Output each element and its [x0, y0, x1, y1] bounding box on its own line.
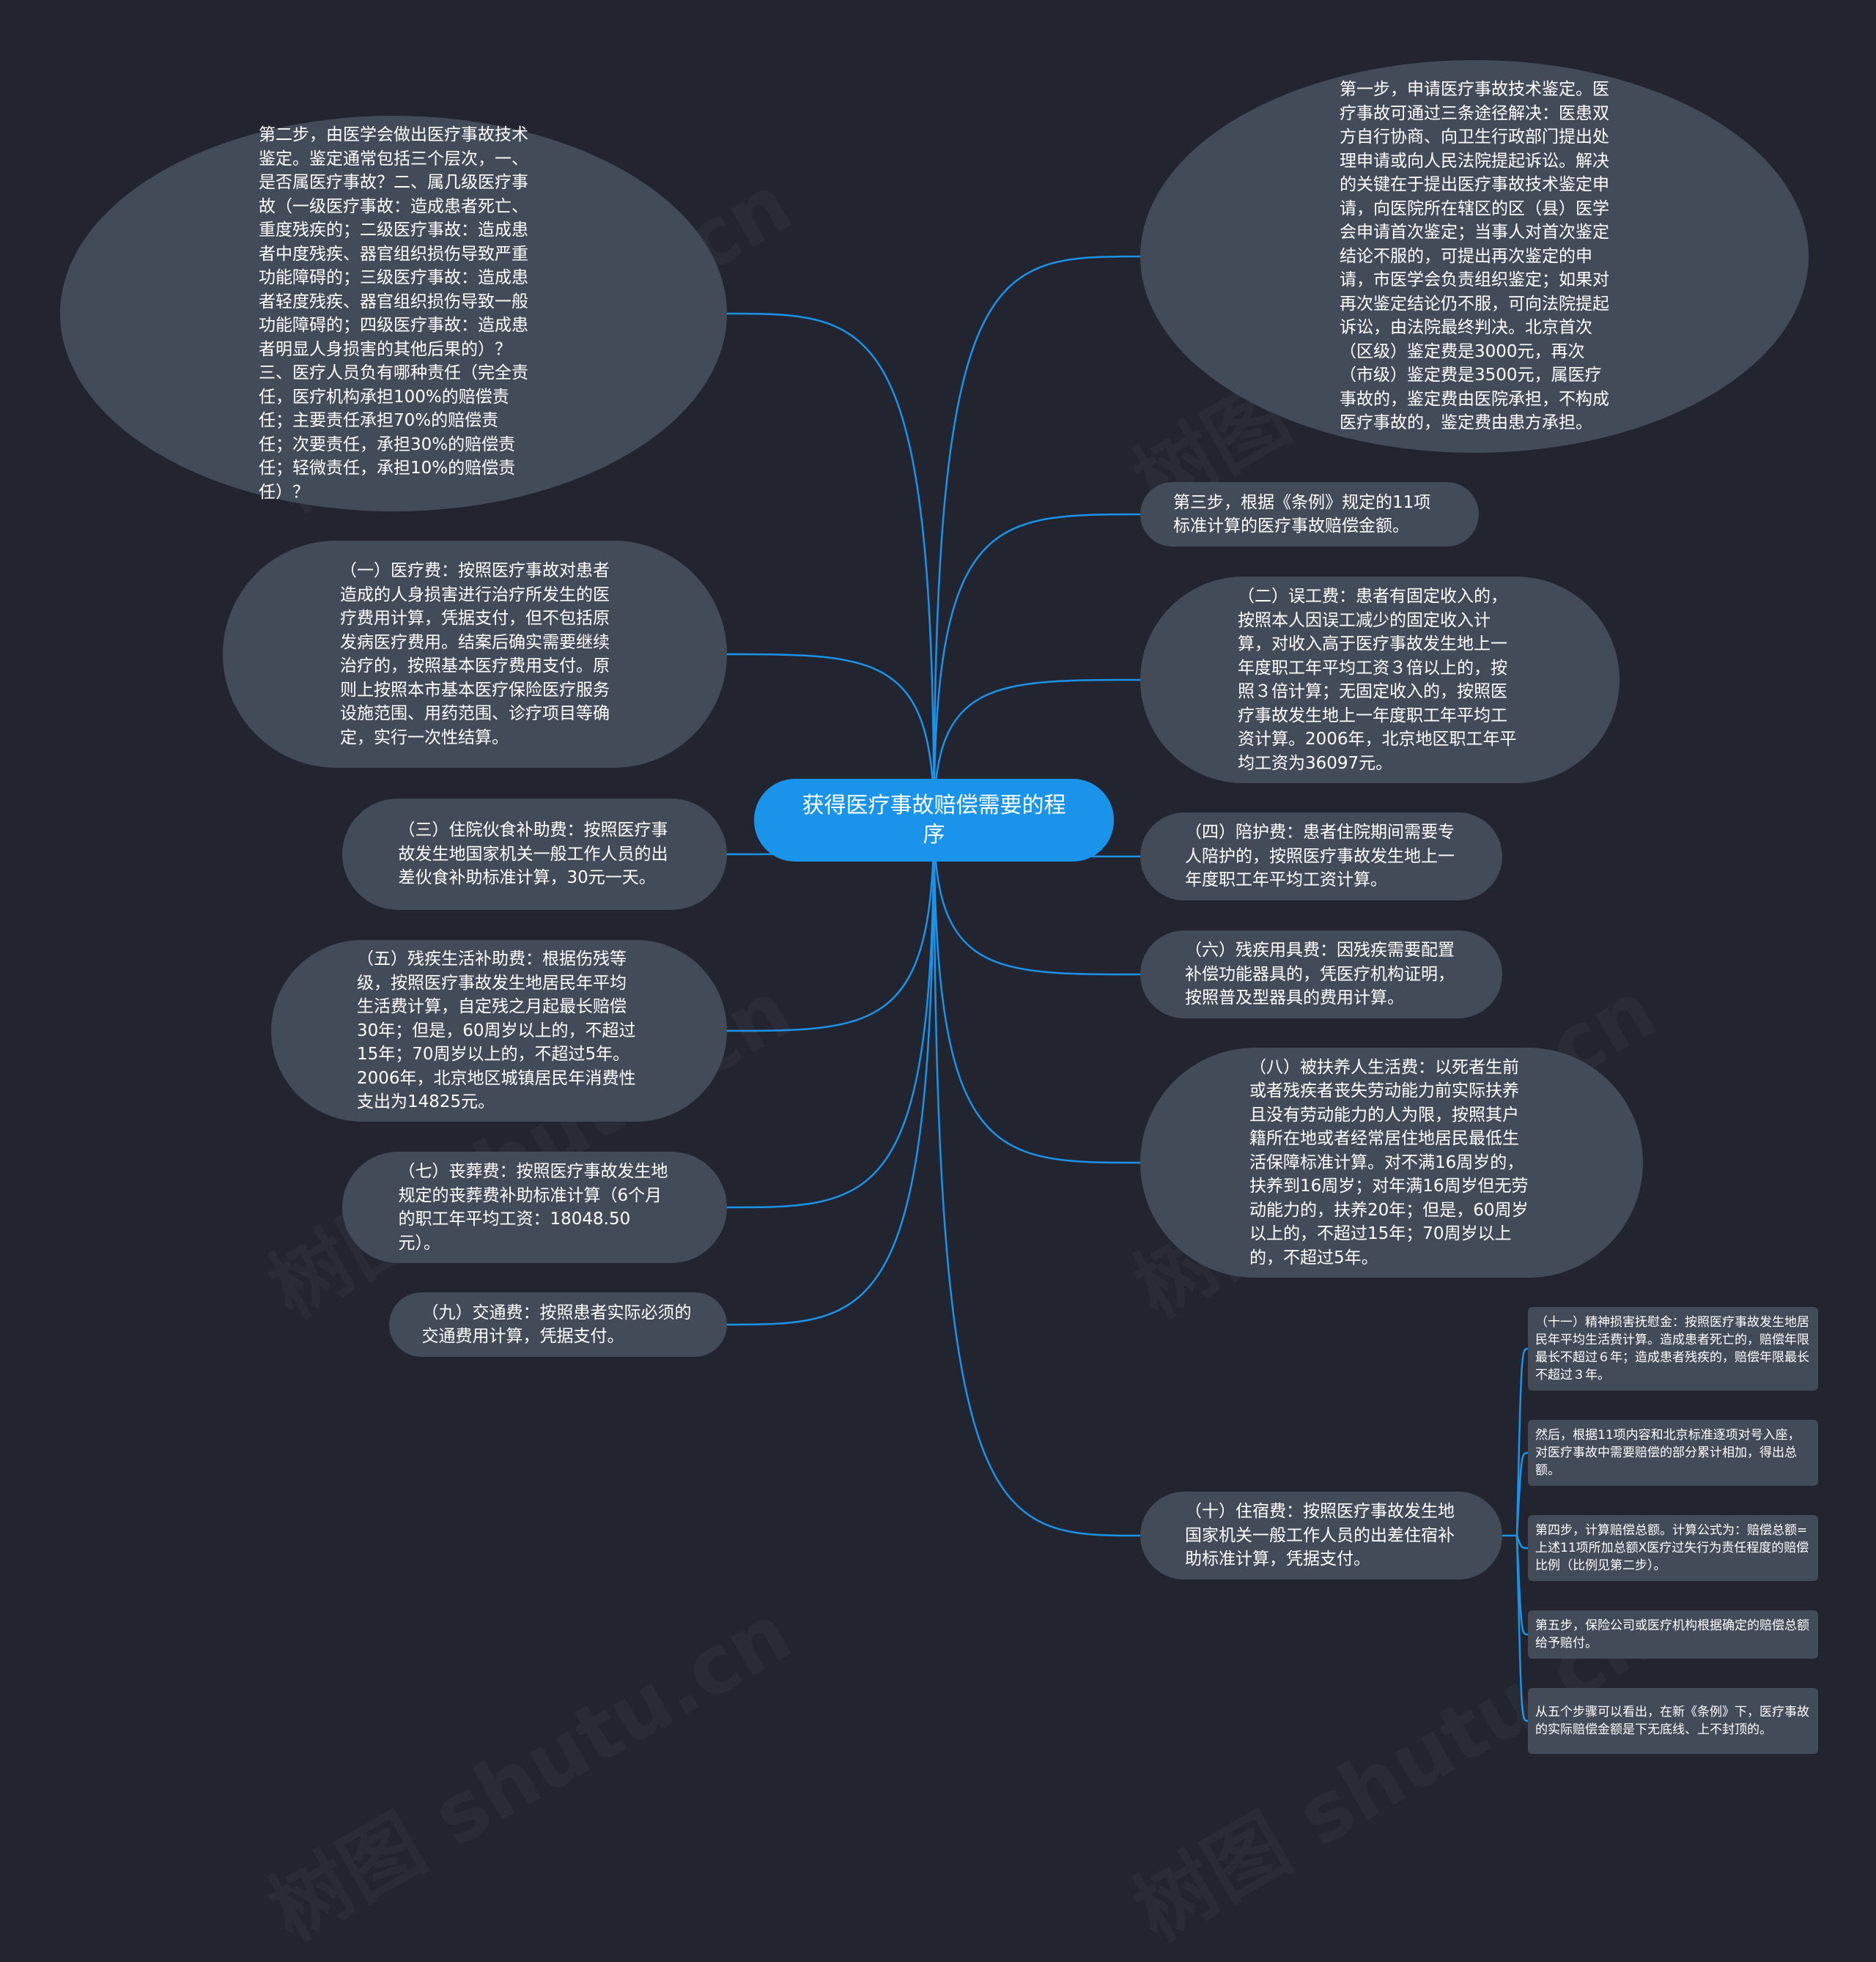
right-node-lodging-fee-text: （十）住宿费：按照医疗事故发生地国家机关一般工作人员的出差住宿补助标准计算，凭据… — [1185, 1502, 1455, 1569]
right-node-step-three[interactable]: 第三步，根据《条例》规定的11项标准计算的医疗事故赔偿金额。 — [1140, 482, 1479, 547]
right-node-step-one-text: 第一步，申请医疗事故技术鉴定。医疗事故可通过三条途径解决：医患双方自行协商、向卫… — [1340, 80, 1609, 433]
link-root-L4 — [726, 820, 935, 1032]
left-node-disability-allowance[interactable]: （五）残疾生活补助费：根据伤残等级，按照医疗事故发生地居民年平均生活费计算，自定… — [271, 940, 727, 1122]
right-node-dependent-living-text: （八）被扶养人生活费：以死者生前或者残疾者丧失劳动能力前实际扶养且没有劳动能力的… — [1249, 1057, 1529, 1267]
right-node-step-one[interactable]: 第一步，申请医疗事故技术鉴定。医疗事故可通过三条途径解决：医患双方自行协商、向卫… — [1140, 60, 1809, 453]
link-root-R1 — [933, 255, 1141, 821]
left-node-transport-fee[interactable]: （九）交通费：按照患者实际必须的交通费用计算，凭据支付。 — [389, 1292, 727, 1357]
link-R7-S1 — [1515, 1347, 1529, 1536]
left-node-medical-fee-text: （一）医疗费：按照医疗事故对患者造成的人身损害进行治疗所发生的医疗费用计算，凭据… — [340, 561, 610, 747]
left-node-medical-fee[interactable]: （一）医疗费：按照医疗事故对患者造成的人身损害进行治疗所发生的医疗费用计算，凭据… — [223, 541, 727, 768]
right-node-lost-wages-text: （二）误工费：患者有固定收入的，按照本人因误工减少的固定收入计算，对收入高于医疗… — [1238, 587, 1517, 773]
sub-node-step-five[interactable]: 第五步，保险公司或医疗机构根据确定的赔偿总额给予赔付。 — [1528, 1610, 1818, 1659]
link-root-R3 — [933, 678, 1141, 821]
link-R7-S3 — [1515, 1535, 1529, 1550]
right-node-step-three-text: 第三步，根据《条例》规定的11项标准计算的医疗事故赔偿金额。 — [1173, 492, 1431, 536]
link-root-L2 — [726, 653, 935, 821]
right-node-lodging-fee[interactable]: （十）住宿费：按照医疗事故发生地国家机关一般工作人员的出差住宿补助标准计算，凭据… — [1140, 1492, 1502, 1580]
link-root-L6 — [726, 820, 935, 1326]
left-node-funeral-fee[interactable]: （七）丧葬费：按照医疗事故发生地规定的丧葬费补助标准计算（6个月的职工年平均工资… — [342, 1152, 727, 1263]
sub-node-step-five-text: 第五步，保险公司或医疗机构根据确定的赔偿总额给予赔付。 — [1535, 1618, 1809, 1651]
link-root-R6 — [933, 820, 1141, 1164]
mind-map-canvas: 树图 shutu.cn 树图 shutu.cn 树图 shutu.cn 树图 s… — [60, 60, 1818, 1754]
right-node-lost-wages[interactable]: （二）误工费：患者有固定收入的，按照本人因误工减少的固定收入计算，对收入高于医疗… — [1140, 577, 1620, 783]
link-root-R7 — [933, 820, 1141, 1537]
sub-node-sum-items-text: 然后，根据11项内容和北京标准逐项对号入座，对医疗事故中需要赔偿的部分累计相加，… — [1535, 1428, 1801, 1478]
sub-node-conclusion-text: 从五个步骤可以看出，在新《条例》下，医疗事故的实际赔偿金额是下无底线、上不封顶的… — [1535, 1705, 1809, 1737]
link-root-L1 — [726, 312, 935, 821]
sub-node-sum-items[interactable]: 然后，根据11项内容和北京标准逐项对号入座，对医疗事故中需要赔偿的部分累计相加，… — [1528, 1420, 1818, 1486]
link-R7-S5 — [1515, 1535, 1529, 1722]
link-R7-S2 — [1515, 1451, 1529, 1536]
left-node-meal-subsidy[interactable]: （三）住院伙食补助费：按照医疗事故发生地国家机关一般工作人员的出差伙食补助标准计… — [342, 799, 727, 910]
link-root-R5 — [933, 820, 1141, 976]
sub-node-step-four[interactable]: 第四步，计算赔偿总额。计算公式为：赔偿总额=上述11项所加总额X医疗过失行为责任… — [1528, 1515, 1818, 1581]
left-node-funeral-fee-text: （七）丧葬费：按照医疗事故发生地规定的丧葬费补助标准计算（6个月的职工年平均工资… — [398, 1162, 668, 1253]
root-topic-label: 获得医疗事故赔偿需要的程序 — [802, 792, 1066, 848]
link-root-R2 — [933, 513, 1141, 821]
connector-lines — [726, 255, 1529, 1722]
sub-node-mental-damages-text: （十一）精神损害抚慰金：按照医疗事故发生地居民年平均生活费计算。造成患者死亡的，… — [1535, 1315, 1809, 1382]
sub-node-step-four-text: 第四步，计算赔偿总额。计算公式为：赔偿总额=上述11项所加总额X医疗过失行为责任… — [1535, 1523, 1809, 1573]
right-node-disability-equipment[interactable]: （六）残疾用具费：因残疾需要配置补偿功能器具的，凭医疗机构证明，按照普及型器具的… — [1140, 930, 1502, 1018]
left-node-meal-subsidy-text: （三）住院伙食补助费：按照医疗事故发生地国家机关一般工作人员的出差伙食补助标准计… — [398, 821, 668, 888]
right-node-nursing-fee-text: （四）陪护费：患者住院期间需要专人陪护的，按照医疗事故发生地上一年度职工年平均工… — [1185, 823, 1455, 890]
left-node-step-two-text: 第二步，由医学会做出医疗事故技术鉴定。鉴定通常包括三个层次，一、是否属医疗事故？… — [259, 125, 528, 502]
sub-node-mental-damages[interactable]: （十一）精神损害抚慰金：按照医疗事故发生地居民年平均生活费计算。造成患者死亡的，… — [1528, 1307, 1818, 1391]
sub-node-conclusion[interactable]: 从五个步骤可以看出，在新《条例》下，医疗事故的实际赔偿金额是下无底线、上不封顶的… — [1528, 1688, 1818, 1754]
link-root-L5 — [726, 820, 935, 1209]
left-node-disability-allowance-text: （五）残疾生活补助费：根据伤残等级，按照医疗事故发生地居民年平均生活费计算，自定… — [357, 949, 636, 1112]
right-node-disability-equipment-text: （六）残疾用具费：因残疾需要配置补偿功能器具的，凭医疗机构证明，按照普及型器具的… — [1185, 941, 1455, 1008]
root-topic[interactable]: 获得医疗事故赔偿需要的程序 — [754, 779, 1114, 862]
left-node-transport-fee-text: （九）交通费：按照患者实际必须的交通费用计算，凭据支付。 — [421, 1303, 692, 1347]
right-node-nursing-fee[interactable]: （四）陪护费：患者住院期间需要专人陪护的，按照医疗事故发生地上一年度职工年平均工… — [1140, 812, 1502, 900]
right-node-dependent-living[interactable]: （八）被扶养人生活费：以死者生前或者残疾者丧失劳动能力前实际扶养且没有劳动能力的… — [1140, 1048, 1643, 1278]
left-node-step-two[interactable]: 第二步，由医学会做出医疗事故技术鉴定。鉴定通常包括三个层次，一、是否属医疗事故？… — [60, 116, 727, 511]
